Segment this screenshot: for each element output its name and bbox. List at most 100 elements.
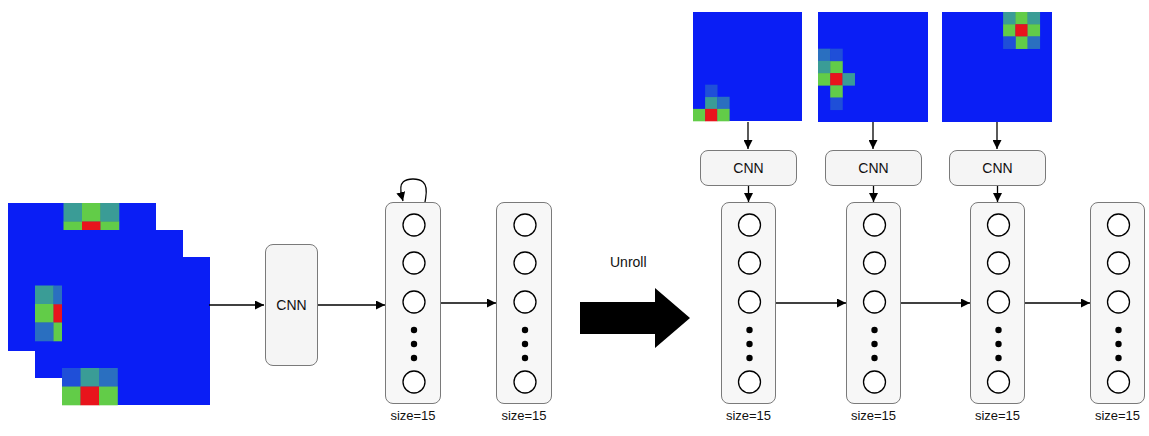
neuron xyxy=(403,214,425,236)
box-label: CNN xyxy=(982,160,1012,176)
input-arrow xyxy=(872,122,873,149)
heatmap-image xyxy=(942,12,1052,122)
layer-box: size=15 xyxy=(846,202,901,404)
layer-box: size=15 xyxy=(385,202,441,404)
neuron xyxy=(739,252,761,274)
neuron-column xyxy=(497,203,551,403)
heatmap-ground xyxy=(693,12,802,121)
ellipsis-dot xyxy=(1115,341,1121,347)
heatmap-cell xyxy=(64,203,83,222)
connector-arrow xyxy=(776,302,846,303)
neuron xyxy=(403,252,425,274)
size-label: size=15 xyxy=(971,408,1024,423)
heatmap-cell xyxy=(99,368,118,387)
heatmap-cell xyxy=(830,73,843,86)
heatmap-cell xyxy=(1015,12,1028,25)
neuron xyxy=(403,371,425,393)
ellipsis-dot xyxy=(746,355,752,361)
heatmap-ground xyxy=(62,257,210,405)
heatmap-cell xyxy=(1015,24,1028,37)
box-label: CNN xyxy=(276,297,306,313)
heatmap-cell xyxy=(842,73,855,86)
heatmap-cell xyxy=(1003,36,1016,49)
layer-box: size=15 xyxy=(970,202,1025,404)
heatmap-cell xyxy=(717,97,729,109)
input-arrow xyxy=(996,122,997,149)
ellipsis-dot xyxy=(522,341,528,347)
neuron xyxy=(1108,371,1130,393)
size-label: size=15 xyxy=(1091,408,1144,423)
connector-arrow xyxy=(873,186,874,202)
input-arrow xyxy=(209,304,264,305)
recurrent-loop xyxy=(401,179,427,202)
heatmap-images xyxy=(8,12,1052,405)
ellipsis-dot xyxy=(871,341,877,347)
heatmap-ground xyxy=(818,12,928,122)
heatmap-cell xyxy=(99,387,118,406)
ellipsis-dot xyxy=(995,327,1001,333)
heatmap-cell xyxy=(1015,36,1028,49)
box-label: CNN xyxy=(733,160,763,176)
input-arrow xyxy=(747,122,748,149)
ellipsis-dot xyxy=(411,327,417,333)
heatmap-cell xyxy=(705,97,717,109)
ellipsis-dot xyxy=(995,341,1001,347)
connector-arrow xyxy=(1025,302,1090,303)
connector-arrow xyxy=(901,302,970,303)
heatmap-cell xyxy=(1003,24,1016,37)
heatmap-cell xyxy=(35,286,54,305)
ellipsis-dot xyxy=(871,327,877,333)
heatmap-cell xyxy=(818,73,831,86)
heatmap-cell xyxy=(830,49,843,62)
heatmap-cell xyxy=(705,85,717,97)
ellipsis-dot xyxy=(746,341,752,347)
ellipsis-dot xyxy=(995,355,1001,361)
neuron xyxy=(988,252,1010,274)
heatmap-cell xyxy=(693,109,705,121)
neuron xyxy=(1108,252,1130,274)
heatmap-cell xyxy=(1003,12,1016,25)
ellipsis-dot xyxy=(411,355,417,361)
neuron xyxy=(739,371,761,393)
neuron xyxy=(403,291,425,313)
connector-arrow xyxy=(997,186,998,202)
neuron xyxy=(988,214,1010,236)
heatmap-cell xyxy=(35,323,54,342)
neuron-column xyxy=(971,203,1024,403)
neuron xyxy=(739,291,761,313)
cnn-box: CNN xyxy=(825,150,922,186)
heatmap-cell xyxy=(81,368,100,387)
ellipsis-dot xyxy=(522,327,528,333)
heatmap-cell xyxy=(1028,36,1041,49)
heatmap-cell xyxy=(1028,24,1041,37)
cnn-box: CNN xyxy=(700,150,797,186)
layer-box: size=15 xyxy=(496,202,552,404)
neuron-column xyxy=(847,203,900,403)
heatmap-cell xyxy=(717,109,729,121)
heatmap-cell xyxy=(82,203,101,222)
ellipsis-dot xyxy=(871,355,877,361)
neuron xyxy=(739,214,761,236)
neuron xyxy=(1108,291,1130,313)
connector-arrow xyxy=(318,304,385,305)
neuron-column xyxy=(722,203,775,403)
ellipsis-dot xyxy=(1115,355,1121,361)
heatmap-image xyxy=(62,257,210,405)
heatmap-cell xyxy=(35,304,54,323)
neuron xyxy=(514,214,536,236)
neuron-column xyxy=(1091,203,1144,403)
heatmap-cell xyxy=(830,61,843,74)
neuron-column xyxy=(386,203,440,403)
size-label: size=15 xyxy=(722,408,775,423)
ellipsis-dot xyxy=(746,327,752,333)
cnn-box: CNN xyxy=(265,244,318,366)
neuron xyxy=(864,371,886,393)
cnn-box: CNN xyxy=(949,150,1046,186)
size-label: size=15 xyxy=(847,408,900,423)
heatmap-cell xyxy=(830,85,843,98)
heatmap-cell xyxy=(818,49,831,62)
neuron xyxy=(864,214,886,236)
box-label: CNN xyxy=(858,160,888,176)
connector-arrow xyxy=(748,186,749,202)
annotation-label: Unroll xyxy=(610,254,647,270)
